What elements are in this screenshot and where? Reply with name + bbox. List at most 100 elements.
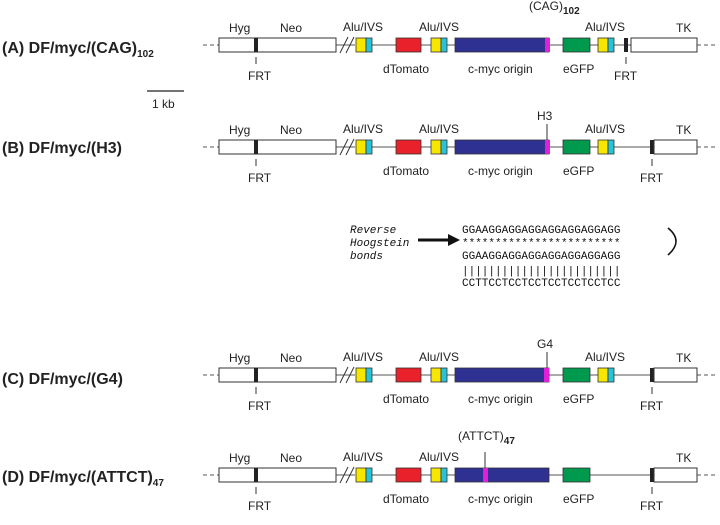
alu-element xyxy=(355,367,367,383)
insert-sequence xyxy=(483,468,488,482)
frt-label: FRT xyxy=(248,499,272,513)
alu-ivs-label: Alu/IVS xyxy=(585,20,625,34)
hyg-neo-box xyxy=(218,139,337,155)
egfp-label: eGFP xyxy=(563,62,594,76)
strand-pyrimidine: CCTTCCTCCTCCTCCTCCTCCTCC xyxy=(462,278,621,290)
tk-label: TK xyxy=(676,123,691,137)
hyg-label: Hyg xyxy=(229,123,250,137)
egfp-gene xyxy=(562,139,591,155)
alu-ivs-label: Alu/IVS xyxy=(343,20,383,34)
alu-ivs-label: Alu/IVS xyxy=(343,122,383,136)
cmyc-origin xyxy=(454,367,550,383)
insert-label: G4 xyxy=(537,337,553,351)
dtomato-label: dTomato xyxy=(383,492,429,506)
cmyc-origin xyxy=(454,467,550,483)
ivs-element xyxy=(607,367,615,383)
frt-label: FRT xyxy=(614,69,638,83)
tk-label: TK xyxy=(676,451,691,465)
scale-bar-label: 1 kb xyxy=(152,97,175,111)
dtomato-label: dTomato xyxy=(383,62,429,76)
insert-label: (CAG)102 xyxy=(529,0,580,17)
break-mark xyxy=(345,366,355,384)
neo-label: Neo xyxy=(280,123,302,137)
neo-label: Neo xyxy=(280,451,302,465)
ivs-element xyxy=(440,37,448,53)
dtomato-label: dTomato xyxy=(383,392,429,406)
triplex-panel: Reverse Hoogstein bonds GGAAGGAGGAGGAGGA… xyxy=(350,225,677,290)
ivs-element xyxy=(440,467,448,483)
break-mark xyxy=(339,36,349,54)
hyg-label: Hyg xyxy=(229,451,250,465)
frt-label: FRT xyxy=(640,499,664,513)
insert-sequence xyxy=(544,368,549,382)
egfp-label: eGFP xyxy=(563,492,594,506)
ivs-element xyxy=(607,37,615,53)
hyg-label: Hyg xyxy=(229,351,250,365)
dtomato-gene xyxy=(395,37,422,53)
strand-purine-2: GGAAGGAGGAGGAGGAGGAGGAGG xyxy=(462,251,620,263)
alu-ivs-label: Alu/IVS xyxy=(419,450,459,464)
alu-ivs-label: Alu/IVS xyxy=(343,450,383,464)
hyg-neo-box xyxy=(218,37,337,53)
frt-site xyxy=(254,468,258,482)
alu-ivs-label: Alu/IVS xyxy=(419,350,459,364)
cmyc-label: c-myc origin xyxy=(468,392,533,406)
break-mark xyxy=(345,36,355,54)
cmyc-label: c-myc origin xyxy=(468,62,533,76)
annotation-line-2: Hoogstein xyxy=(350,238,409,250)
annotation-line-3: bonds xyxy=(350,251,383,263)
break-mark xyxy=(345,138,355,156)
alu-element xyxy=(430,139,442,155)
tk-box xyxy=(653,367,698,383)
frt-site xyxy=(650,468,654,482)
cmyc-origin xyxy=(454,139,550,155)
insert-label: (ATTCT)47 xyxy=(458,429,515,447)
tk-box xyxy=(653,139,698,155)
cmyc-label: c-myc origin xyxy=(468,164,533,178)
label-construct-c: (C) DF/myc/(G4) xyxy=(2,371,123,388)
alu-element xyxy=(597,139,609,155)
frt-site xyxy=(254,140,258,154)
ivs-element xyxy=(440,139,448,155)
alu-element xyxy=(597,37,609,53)
insert-sequence xyxy=(545,140,550,154)
insert-label: H3 xyxy=(537,109,553,123)
dtomato-gene xyxy=(395,467,422,483)
ivs-element xyxy=(440,367,448,383)
frt-label: FRT xyxy=(640,171,664,185)
ivs-element xyxy=(365,467,373,483)
egfp-label: eGFP xyxy=(563,164,594,178)
fold-back-bracket xyxy=(667,227,677,256)
label-construct-b: (B) DF/myc/(H3) xyxy=(2,140,122,157)
cmyc-origin xyxy=(454,37,550,53)
frt-site xyxy=(650,140,654,154)
alu-ivs-label: Alu/IVS xyxy=(343,350,383,364)
cmyc-label: c-myc origin xyxy=(468,492,533,506)
hyg-neo-box xyxy=(218,367,337,383)
tk-box xyxy=(630,37,698,53)
alu-ivs-label: Alu/IVS xyxy=(419,122,459,136)
tk-label: TK xyxy=(676,351,691,365)
alu-element xyxy=(430,467,442,483)
alu-element xyxy=(355,467,367,483)
frt-site xyxy=(650,368,654,382)
frt-label: FRT xyxy=(248,171,272,185)
frt-site xyxy=(624,38,628,52)
annotation-line-1: Reverse xyxy=(350,225,396,237)
frt-label: FRT xyxy=(248,399,272,413)
ivs-element xyxy=(365,367,373,383)
hyg-label: Hyg xyxy=(229,21,250,35)
alu-element xyxy=(355,37,367,53)
frt-site xyxy=(254,368,258,382)
ivs-element xyxy=(365,37,373,53)
arrow-icon xyxy=(418,234,460,246)
ivs-element xyxy=(365,139,373,155)
break-mark xyxy=(339,466,349,484)
egfp-gene xyxy=(562,467,591,483)
ivs-element xyxy=(607,139,615,155)
construct-d: FRT Hyg Neo Alu/IVS dTomato Alu/IVS c-myc orig… xyxy=(203,429,716,513)
alu-ivs-label: Alu/IVS xyxy=(585,350,625,364)
